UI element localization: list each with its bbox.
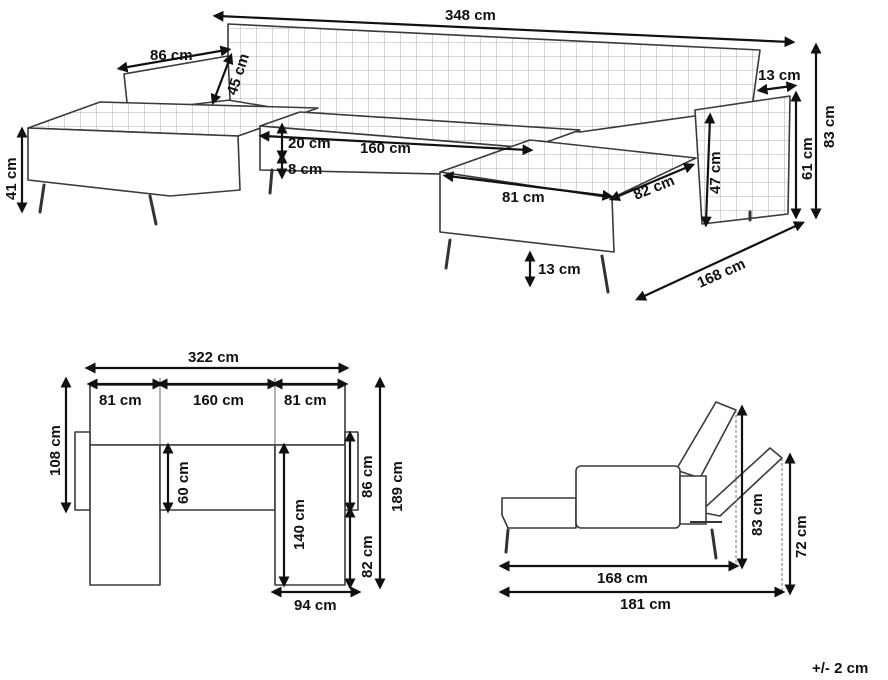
dim-back-depth: 108 cm — [47, 425, 64, 476]
leg — [444, 238, 452, 270]
dim-chaise-width: 81 cm — [502, 189, 545, 206]
dim-leg-height: 13 cm — [538, 261, 581, 278]
dim-line — [116, 45, 232, 73]
dim-total-width: 348 cm — [445, 7, 496, 24]
dim-right-chaise-width: 81 cm — [284, 392, 327, 409]
leg — [600, 254, 610, 294]
dim-middle-width: 160 cm — [193, 392, 244, 409]
dim-line — [442, 171, 614, 201]
dim-arm-length: 86 cm — [359, 455, 376, 498]
dim-middle-seat-width: 160 cm — [360, 140, 411, 157]
dim-base-thickness: 8 cm — [288, 161, 322, 178]
dim-line — [700, 112, 716, 228]
dim-line — [210, 52, 234, 106]
dim-side-total-length: 181 cm — [620, 596, 671, 613]
plan-right-arm — [344, 431, 359, 511]
dim-chaise-total-width: 94 cm — [294, 597, 337, 614]
leg — [504, 528, 510, 554]
dim-arm-width: 13 cm — [758, 67, 801, 84]
leg — [710, 528, 718, 560]
side-seat — [501, 497, 577, 529]
plan-left-arm — [74, 431, 91, 511]
plan-right-chaise — [274, 444, 346, 586]
dim-left-chaise-width: 81 cm — [99, 392, 142, 409]
leg — [38, 183, 46, 214]
leg — [148, 194, 158, 226]
dim-chaise-extension: 82 cm — [359, 535, 376, 578]
dim-chaise-depth-left: 86 cm — [150, 47, 193, 64]
dim-arm-height: 61 cm — [799, 137, 816, 180]
plan-middle-seat — [159, 444, 276, 511]
dim-line — [635, 221, 805, 301]
right-arm — [694, 95, 791, 225]
dim-total-height: 83 cm — [821, 105, 838, 148]
dim-side-back-height: 83 cm — [749, 493, 766, 536]
plan-left-chaise — [89, 444, 161, 586]
side-backrest-upright — [675, 401, 737, 479]
perspective-view: 348 cm 86 cm 45 cm 13 cm 83 cm 61 cm 47 … — [3, 7, 838, 301]
dim-line — [212, 10, 796, 48]
dim-line — [258, 130, 534, 156]
plan-view: 322 cm 81 cm 160 cm 81 cm 108 cm 60 cm 1… — [47, 349, 406, 614]
left-chaise-front — [27, 127, 241, 197]
dim-line — [756, 81, 798, 95]
dim-reclined-height: 72 cm — [793, 515, 810, 558]
dim-seat-depth: 60 cm — [175, 461, 192, 504]
leg — [268, 168, 274, 195]
plan-back — [89, 384, 346, 446]
dim-arm-inner-height: 47 cm — [707, 151, 724, 194]
dim-chaise-seat-length: 140 cm — [291, 499, 308, 550]
dim-bed-length: 168 cm — [597, 570, 648, 587]
dim-total-length: 189 cm — [389, 461, 406, 512]
side-base — [679, 475, 707, 525]
side-view: 83 cm 72 cm 168 cm 181 cm — [498, 401, 810, 613]
dim-seat-height: 41 cm — [3, 157, 20, 200]
tolerance-note: +/- 2 cm — [812, 660, 868, 677]
side-cushion — [575, 465, 681, 529]
dim-line — [608, 163, 696, 201]
dim-width-without-arms: 322 cm — [188, 349, 239, 366]
